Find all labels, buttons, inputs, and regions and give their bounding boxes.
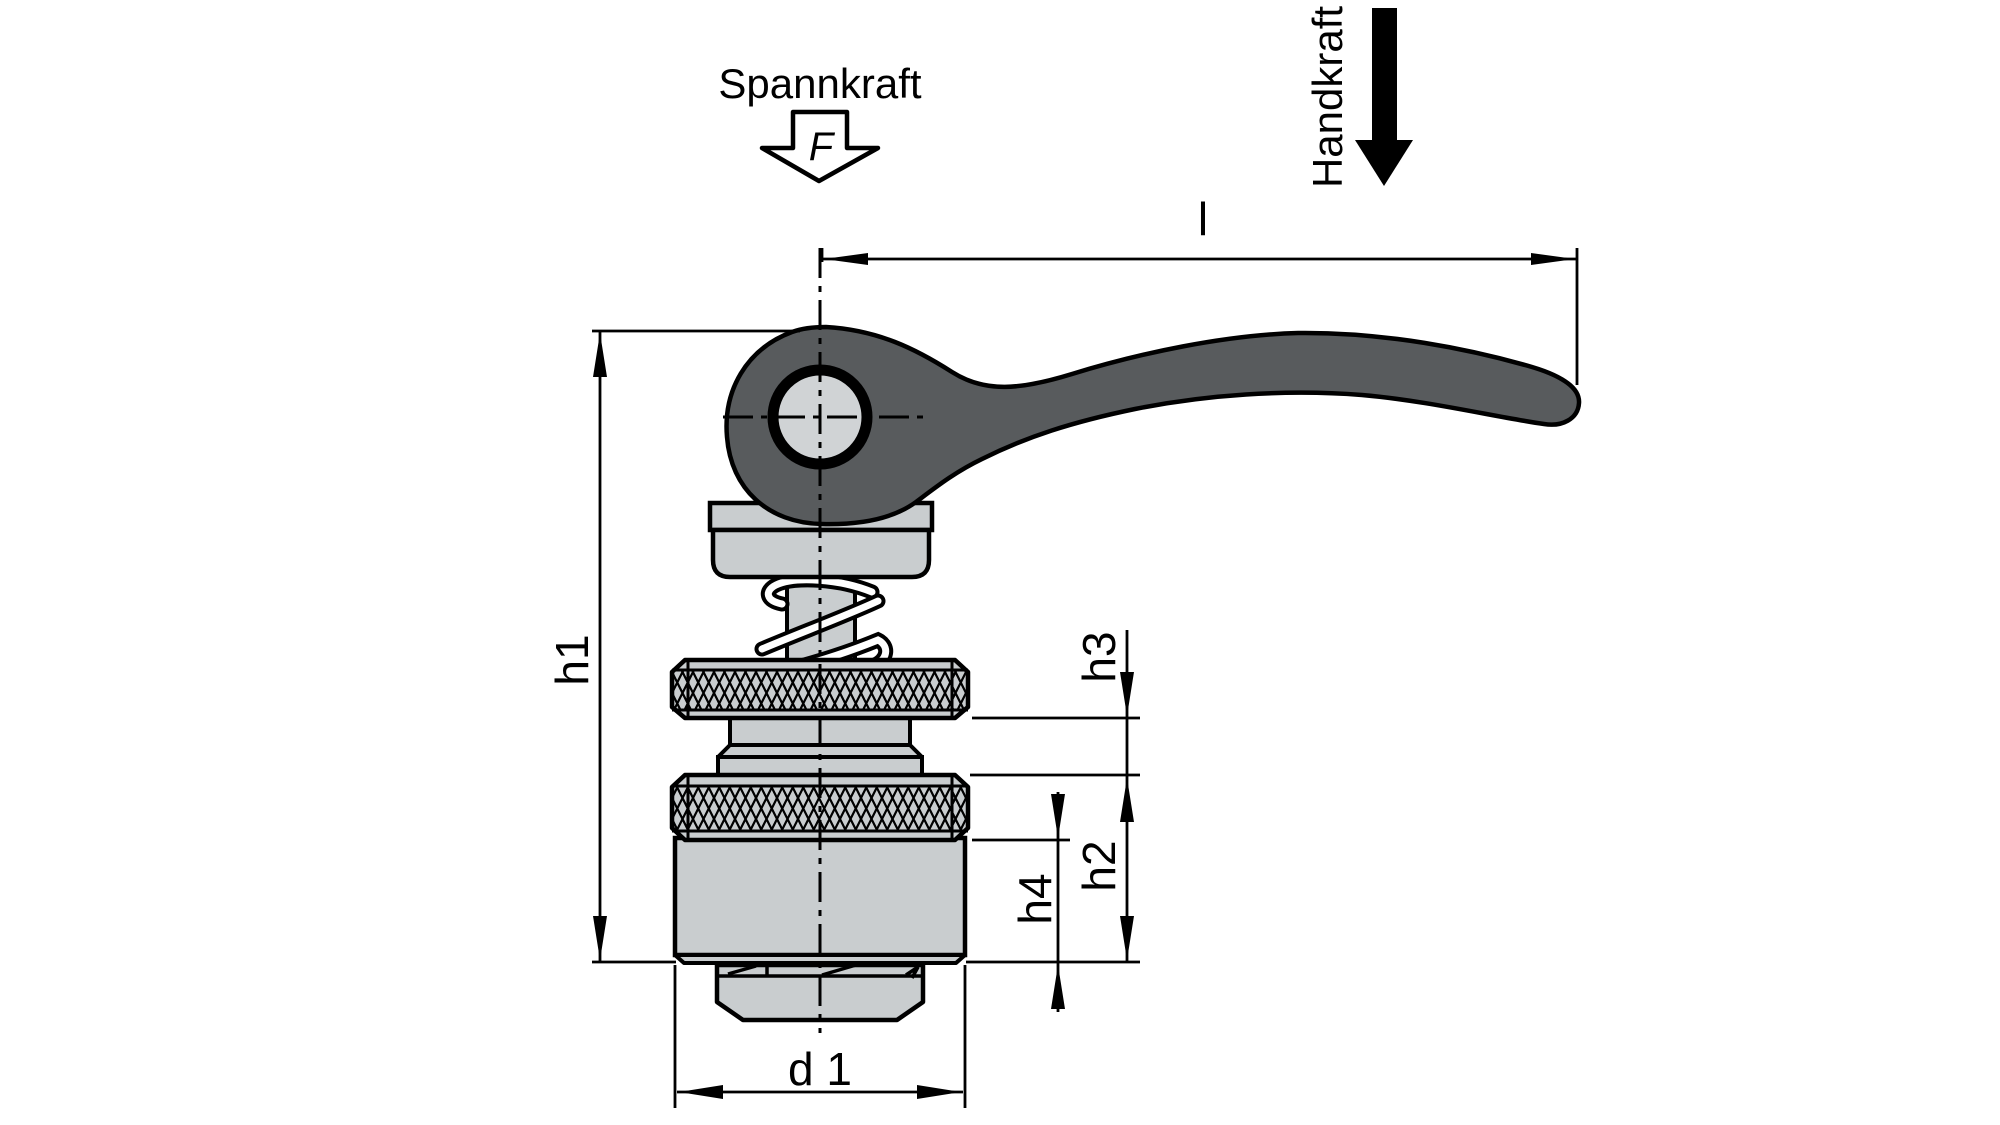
dim-h4 [1051,792,1065,1012]
clamping-force-arrow [759,109,881,184]
dim-d1 [673,965,967,1108]
dim-l [820,248,1579,385]
label-h3: h3 [1073,631,1125,682]
adjustment-neck [716,714,924,779]
label-l: l [1198,193,1208,245]
cam-lever [724,324,1582,527]
dimensioning [592,248,1579,1108]
hand-force-label: Handkraft [1304,6,1351,188]
centerlines [723,248,925,1033]
extension-lines-right [966,716,1140,964]
label-d1: d 1 [788,1043,852,1095]
lever-silhouette [724,324,1582,527]
force-symbol: F [809,125,836,169]
clamping-force-annotation: Spannkraft F [718,60,922,184]
dim-h1 [592,329,800,964]
label-h4: h4 [1009,873,1061,924]
clamping-force-label: Spannkraft [718,60,921,107]
hand-force-annotation: Handkraft [1304,6,1413,188]
label-h1: h1 [546,634,598,685]
hand-force-arrow [1355,8,1413,186]
dim-h3-h2 [1120,630,1134,962]
label-h2: h2 [1073,840,1125,891]
